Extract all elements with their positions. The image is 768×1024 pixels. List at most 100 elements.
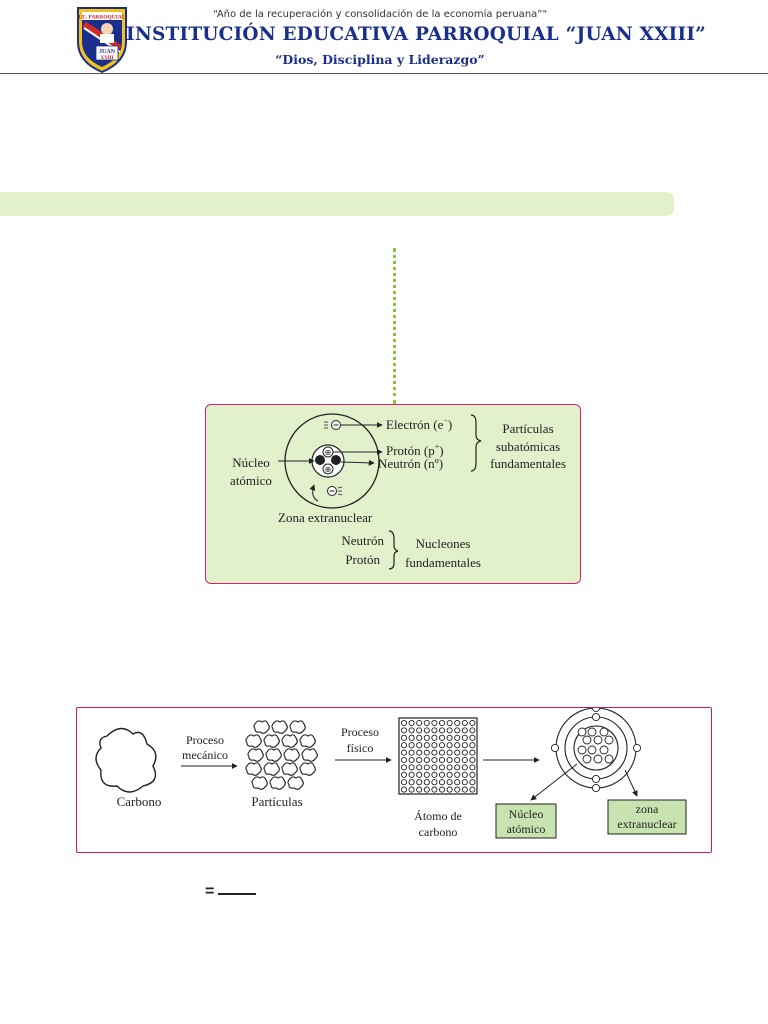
particle-blob (245, 734, 262, 748)
nucleons-brace (388, 530, 399, 570)
grid-atom-dot (461, 771, 468, 778)
nucleus-label-line1: Núcleo (232, 455, 270, 470)
particle-blob (263, 734, 280, 748)
grid-atom-dot (446, 764, 453, 771)
physical-process-line1: Proceso (341, 725, 379, 739)
grid-atom-dot (454, 771, 461, 778)
header-divider (0, 73, 768, 74)
grid-atom-dot (469, 749, 476, 756)
grid-atom-dot (431, 764, 438, 771)
grid-atom-dot (454, 786, 461, 793)
grid-atom-dot (416, 742, 423, 749)
atom-of-carbon-line2: carbono (419, 825, 458, 839)
grid-atom-dot (408, 749, 415, 756)
grid-atom-dot (431, 786, 438, 793)
grid-atom-dot (461, 786, 468, 793)
extranuclear-label: Zona extranuclear (278, 510, 373, 525)
grid-atom-dot (469, 742, 476, 749)
grid-atom-dot (469, 727, 476, 734)
grid-atom-dot (446, 786, 453, 793)
shell-electron (591, 712, 601, 722)
grid-atom-dot (446, 749, 453, 756)
grid-atom-dot (438, 764, 446, 771)
nucleon-ball (604, 754, 614, 764)
school-name-title: INSTITUCIÓN EDUCATIVA PARROQUIAL “JUAN X… (126, 24, 707, 45)
particle-blob (263, 762, 280, 776)
dotted-connector-line (393, 248, 396, 404)
atom-structure-box: ⊕ ⊕ Electrón (e−) Protón (p+) Neutrón (n… (205, 404, 581, 584)
particle-blob (283, 748, 300, 762)
nucleon-ball (582, 735, 592, 745)
grid-atom-dot (423, 742, 430, 749)
grid-atom-dot (408, 727, 415, 734)
grid-atom-dot (400, 786, 408, 793)
equals-sign: = (205, 883, 215, 900)
crest-xxiii-label: XXIII (100, 56, 113, 61)
grid-atom-dot (408, 771, 415, 778)
particle-blob (289, 720, 306, 734)
grid-atom-dot (423, 764, 430, 771)
grid-atom-dot (423, 756, 430, 764)
grid-atom-dot (431, 727, 438, 734)
shell-electron (632, 743, 642, 753)
grid-atom-dot (461, 749, 468, 756)
crest-juan-label: JUAN (99, 49, 116, 55)
grid-atom-dot (461, 719, 468, 727)
nucleon-ball (577, 727, 587, 737)
grid-atom-dot (461, 764, 468, 771)
nucleon-ball (587, 727, 597, 737)
nucleus-label-box (495, 803, 557, 839)
grid-atom-dot (469, 764, 476, 771)
grid-atom-dot (400, 749, 408, 756)
grid-atom-dot (423, 771, 430, 778)
grid-atom-dot (454, 742, 461, 749)
process-nucleus-line2: atómico (507, 822, 546, 836)
particle-blob (299, 734, 316, 748)
grid-atom-dot (454, 719, 461, 727)
nucleon-proton-label: Protón (345, 552, 380, 567)
grid-atom-dot (408, 764, 415, 771)
grid-atom-dot (400, 727, 408, 734)
proton-label: Protón (p+) (386, 442, 444, 458)
nucleon-ball (593, 735, 603, 745)
subatomic-label-line2: subatómicas (496, 439, 560, 454)
nucleon-neutron-label: Neutrón (341, 533, 384, 548)
grid-atom-dot (408, 756, 415, 764)
nucleon-ball (593, 754, 603, 764)
carbon-atom-model (550, 703, 642, 793)
grid-atom-dot (446, 742, 453, 749)
grid-atom-dot (438, 786, 446, 793)
grid-atom-dot (469, 734, 476, 741)
grid-atom-dot (469, 719, 476, 727)
nucleons-label-line1: Nucleones (416, 536, 471, 551)
grid-atom-dot (416, 719, 423, 727)
grid-atom-dot (400, 756, 408, 764)
particles-label: Partículas (251, 794, 302, 809)
mechanical-process-line1: Proceso (186, 733, 224, 747)
grid-atom-dot (431, 771, 438, 778)
grid-atom-dot (469, 771, 476, 778)
svg-text:⊕: ⊕ (325, 465, 332, 474)
grid-atom-dot (469, 779, 476, 786)
grid-atom-dot (400, 742, 408, 749)
grid-atom-dot (438, 779, 446, 786)
process-zone-line2: extranuclear (617, 817, 676, 831)
particle-blob (251, 776, 268, 790)
carbon-atom-grid (398, 717, 478, 795)
particle-blob (301, 748, 318, 762)
subatomic-label-line3: fundamentales (490, 456, 566, 471)
subatomic-brace (470, 414, 482, 472)
shell-electron (591, 783, 601, 793)
grid-atom-dot (431, 719, 438, 727)
grid-atom-dot (461, 742, 468, 749)
neutron-dot (315, 455, 325, 465)
grid-atom-dot (408, 786, 415, 793)
grid-atom-dot (454, 727, 461, 734)
fraction-bar (218, 893, 256, 895)
grid-atom-dot (454, 756, 461, 764)
grid-atom-dot (438, 727, 446, 734)
grid-atom-dot (438, 771, 446, 778)
grid-atom-dot (416, 756, 423, 764)
process-nucleus-line1: Núcleo (509, 807, 544, 821)
grid-atom-dot (423, 786, 430, 793)
